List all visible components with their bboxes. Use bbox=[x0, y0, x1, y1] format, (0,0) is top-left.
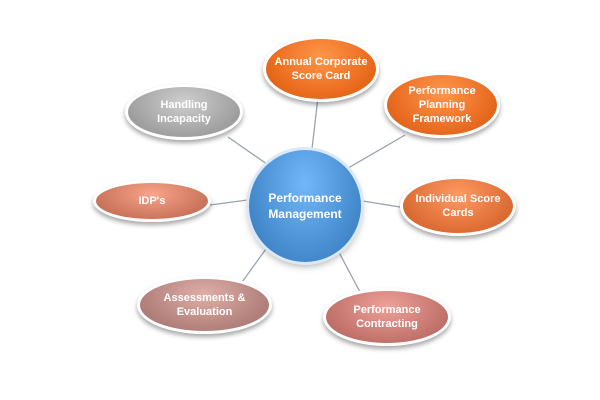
node-label: Assessments & Evaluation bbox=[163, 292, 246, 318]
node-idps: IDP's bbox=[93, 180, 211, 222]
node-performance-planning-framework: Performance Planning Framework bbox=[384, 72, 500, 138]
node-label: Performance Contracting bbox=[353, 304, 421, 330]
node-label: IDP's bbox=[138, 195, 166, 207]
node-annual-corporate-score-card: Annual Corporate Score Card bbox=[263, 36, 379, 102]
center-label: Performance Management bbox=[268, 191, 342, 221]
node-individual-score-cards: Individual Score Cards bbox=[400, 176, 516, 236]
node-handling-incapacity: Handling Incapacity bbox=[125, 84, 243, 140]
node-label: Handling Incapacity bbox=[157, 99, 211, 125]
node-label: Individual Score Cards bbox=[415, 193, 501, 219]
node-performance-contracting: Performance Contracting bbox=[323, 288, 451, 346]
node-assessments-evaluation: Assessments & Evaluation bbox=[137, 276, 272, 334]
node-performance-management: Performance Management bbox=[249, 150, 361, 262]
node-label: Annual Corporate Score Card bbox=[274, 56, 368, 82]
node-label: Performance Planning Framework bbox=[408, 85, 476, 125]
